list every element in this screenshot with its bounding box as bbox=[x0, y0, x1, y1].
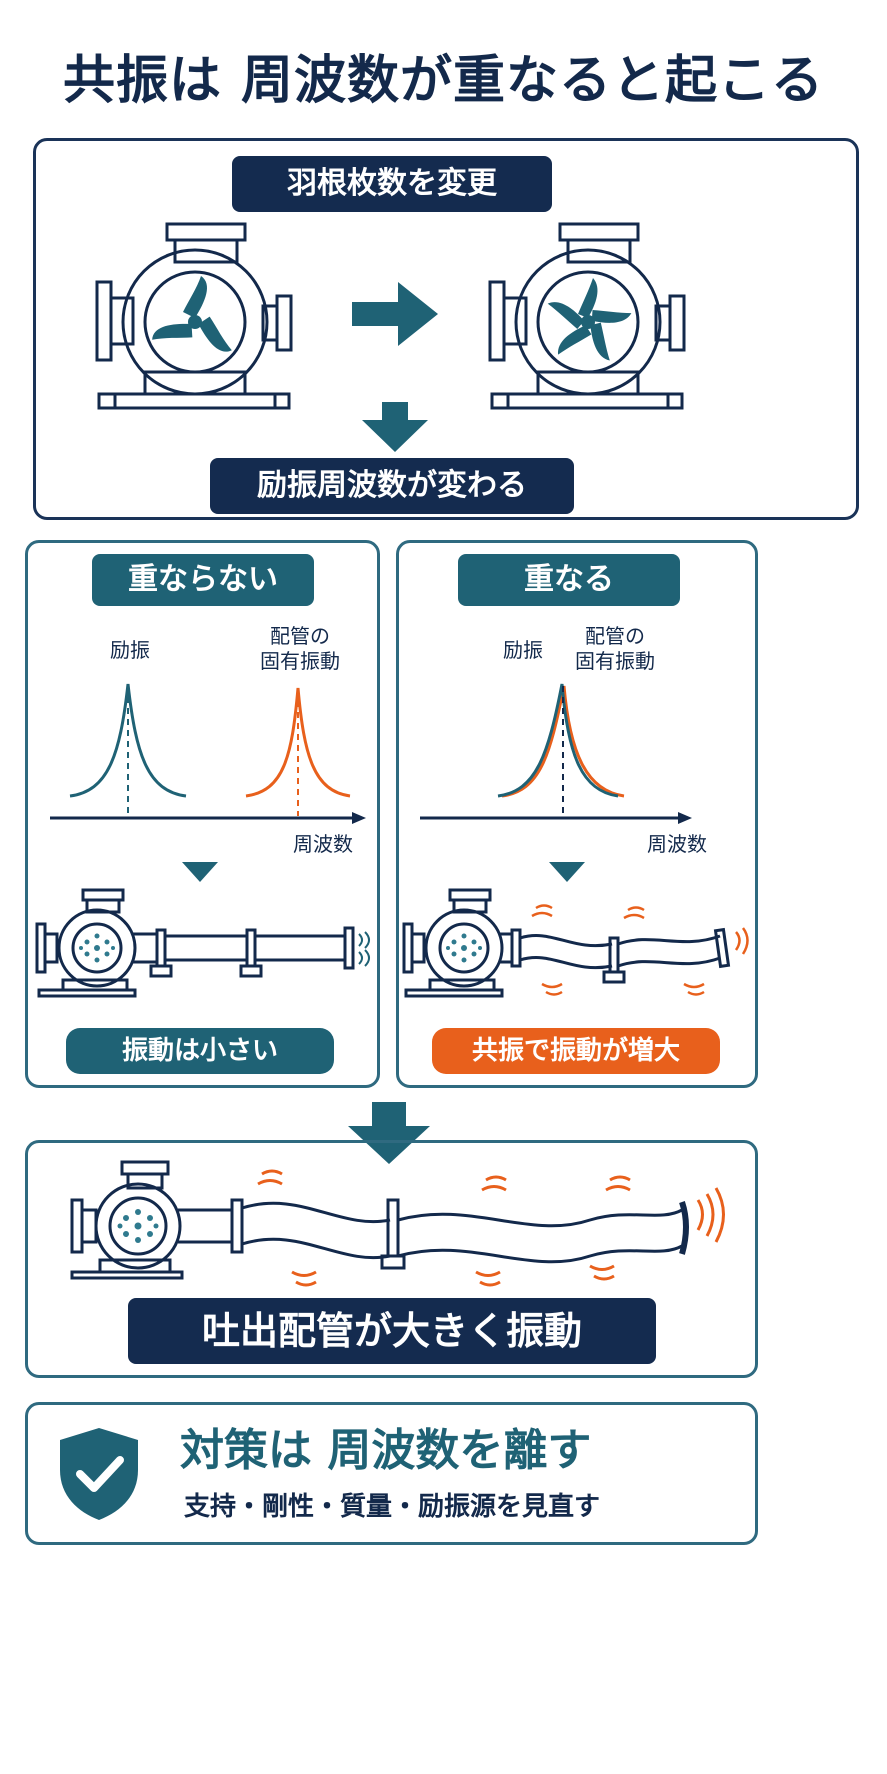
discharge-pipe-panel bbox=[25, 1140, 758, 1378]
arrow-down-large-icon bbox=[348, 1102, 430, 1164]
arrow-down-icon bbox=[362, 402, 428, 452]
frequency-chart-right bbox=[420, 683, 692, 824]
frequency-chart-left bbox=[50, 683, 366, 824]
excitation-label-left: 励振 bbox=[110, 638, 150, 662]
shield-check-icon bbox=[60, 1428, 138, 1520]
countermeasure-panel bbox=[25, 1402, 758, 1545]
arrow-down-small-right bbox=[549, 862, 585, 882]
overlap-panel bbox=[396, 540, 758, 1088]
discharge-pipe-vibration-label: 吐出配管が大きく振動 bbox=[128, 1298, 656, 1364]
no-overlap-panel bbox=[25, 540, 380, 1088]
small-vibration-result: 振動は小さい bbox=[66, 1028, 334, 1074]
arrow-right-icon bbox=[352, 282, 438, 346]
no-overlap-header: 重ならない bbox=[92, 554, 314, 606]
blade-change-header: 羽根枚数を変更 bbox=[232, 156, 552, 212]
page-title: 共振は 周波数が重なると起こる bbox=[62, 51, 825, 111]
countermeasure-title: 対策は 周波数を離す bbox=[180, 1425, 592, 1476]
arrow-down-small-left bbox=[182, 862, 218, 882]
pump-icon-before bbox=[95, 222, 293, 410]
pump-pipe-calm-icon bbox=[35, 888, 370, 998]
natural-frequency-label-left: 配管の 固有振動 bbox=[260, 624, 340, 673]
excitation-label-right: 励振 bbox=[503, 638, 543, 662]
blade-change-panel bbox=[33, 138, 859, 520]
resonance-result: 共振で振動が増大 bbox=[432, 1028, 720, 1074]
pump-icon-after bbox=[488, 222, 686, 410]
natural-frequency-label-right: 配管の 固有振動 bbox=[575, 624, 655, 673]
excitation-change-label: 励振周波数が変わる bbox=[210, 458, 574, 514]
axis-label-left: 周波数 bbox=[293, 832, 353, 856]
countermeasure-subtitle: 支持・剛性・質量・励振源を見直す bbox=[184, 1492, 601, 1522]
overlap-header: 重なる bbox=[458, 554, 680, 606]
pump-pipe-resonance-icon bbox=[402, 888, 749, 998]
discharge-pipe-vibration-icon bbox=[70, 1160, 725, 1287]
axis-label-right: 周波数 bbox=[647, 832, 707, 856]
